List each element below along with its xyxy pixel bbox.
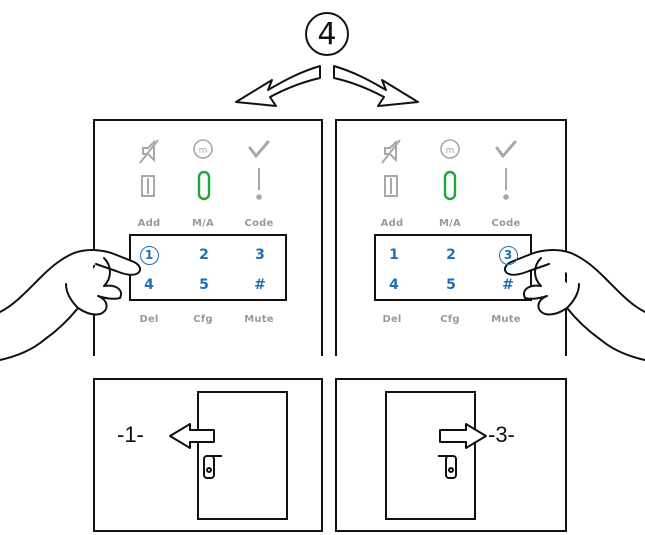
right-label-ma: M/A xyxy=(439,218,461,229)
left-label-add: Add xyxy=(137,218,161,229)
left-ma-icon: m xyxy=(193,139,213,159)
right-key-2[interactable]: 2 xyxy=(446,247,456,263)
left-door-panel xyxy=(93,378,323,532)
left-curved-arrow xyxy=(235,65,321,107)
left-green-status-icon xyxy=(197,170,211,201)
svg-text:m: m xyxy=(446,146,455,156)
right-warning-icon xyxy=(503,168,509,200)
left-mute-icon xyxy=(139,139,159,164)
right-key-1[interactable]: 1 xyxy=(389,247,399,263)
left-keypad-panel xyxy=(93,119,323,356)
left-key-3[interactable]: 3 xyxy=(255,247,265,263)
right-label-del: Del xyxy=(382,314,402,325)
right-key-hash[interactable]: # xyxy=(502,277,514,293)
right-label-mute: Mute xyxy=(491,314,521,325)
right-key-5[interactable]: 5 xyxy=(446,277,456,293)
right-door-status-icon xyxy=(384,175,398,197)
right-door-panel xyxy=(335,378,567,532)
svg-text:m: m xyxy=(199,146,208,156)
left-door-status-icon xyxy=(141,175,155,197)
left-door-handle-icon xyxy=(203,455,222,479)
right-label-code: Code xyxy=(491,218,521,229)
right-label-add: Add xyxy=(380,218,404,229)
left-label-cfg: Cfg xyxy=(193,314,213,325)
left-key-2[interactable]: 2 xyxy=(199,247,209,263)
right-arrow xyxy=(439,423,487,449)
left-key-hash[interactable]: # xyxy=(254,277,266,293)
left-check-icon xyxy=(248,140,270,159)
right-key-4[interactable]: 4 xyxy=(389,277,399,293)
right-door-label: -3- xyxy=(488,422,515,447)
left-key-4[interactable]: 4 xyxy=(144,277,154,293)
left-label-mute: Mute xyxy=(244,314,274,325)
left-door xyxy=(197,391,288,520)
right-curved-arrow xyxy=(333,65,419,107)
left-hand-icon xyxy=(0,249,142,361)
left-arrow xyxy=(169,423,215,449)
step-number-badge: 4 xyxy=(305,12,349,56)
left-label-code: Code xyxy=(244,218,274,229)
left-door-label: -1- xyxy=(117,422,144,447)
right-ma-icon: m xyxy=(440,139,460,159)
right-door-handle-icon xyxy=(438,455,457,479)
right-hand-icon xyxy=(503,249,645,361)
right-label-cfg: Cfg xyxy=(440,314,460,325)
right-mute-icon xyxy=(381,139,401,164)
right-keypad-panel xyxy=(335,119,567,356)
right-check-icon xyxy=(495,140,517,159)
left-key-5[interactable]: 5 xyxy=(199,277,209,293)
left-label-del: Del xyxy=(139,314,159,325)
right-door xyxy=(385,391,476,520)
right-key-3[interactable]: 3 xyxy=(494,244,522,266)
left-label-ma: M/A xyxy=(192,218,214,229)
left-warning-icon xyxy=(256,168,262,200)
right-green-status-icon xyxy=(443,170,457,201)
left-key-1[interactable]: 1 xyxy=(135,244,163,266)
